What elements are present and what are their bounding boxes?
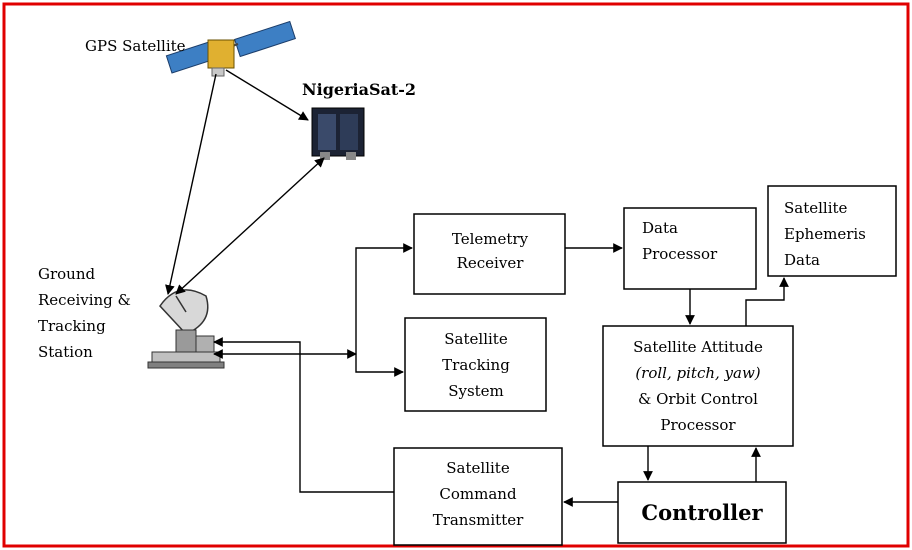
command-transmitter-line: Command [439,485,517,503]
data-processor-line: Processor [642,245,718,263]
ground-station-line: Station [38,343,93,361]
gps-satellite-label: GPS Satellite [85,37,186,55]
tracking-system-line: Tracking [442,356,510,374]
to-tracking-arrow [355,354,404,377]
tracking-system-line: Satellite [444,330,508,348]
attitude-processor-line: (roll, pitch, yaw) [635,364,760,382]
telemetry-receiver-line: Receiver [457,254,525,272]
attitude-to-ephemeris-arrow [745,277,789,326]
gps-to-station-arrow [165,73,217,295]
attitude-processor-line: & Orbit Control [638,390,758,408]
nigeriasat-icon [311,107,365,160]
attitude-processor-line: Satellite Attitude [633,338,763,356]
telemetry-receiver-line: Telemetry [452,230,529,248]
controller-box [617,481,787,544]
tracking-system-box [404,317,547,412]
ephemeris-line: Satellite [784,199,848,217]
ephemeris-line: Ephemeris [784,225,866,243]
to-telemetry-arrow [355,243,413,354]
dish-antenna-icon [147,289,225,369]
attitude-processor-box [602,325,794,447]
attitude-processor-line: Processor [660,416,736,434]
telemetry-receiver-box [413,213,566,295]
ground-station-line: Tracking [38,317,106,335]
ephemeris-line: Data [784,251,820,269]
command-to-station-arrow [213,337,394,493]
gps-satellite-icon [165,20,296,77]
nigeriasat-label: NigeriaSat-2 [302,80,416,99]
ground-station-line: Ground [38,265,96,283]
ground-station-label: Ground Receiving & Tracking Station [38,265,131,361]
command-transmitter-line: Transmitter [433,511,524,529]
ephemeris-box [767,185,897,277]
command-transmitter-line: Satellite [446,459,510,477]
data-processor-box [623,207,757,290]
data-processor-line: Data [642,219,678,237]
controller-label: Controller [641,500,763,525]
tracking-system-line: System [448,382,504,400]
ground-station-line: Receiving & [38,291,131,309]
command-transmitter-box [393,447,563,546]
station-nigeriasat-link [175,157,325,295]
gps-to-nigeriasat-arrow [225,69,309,121]
